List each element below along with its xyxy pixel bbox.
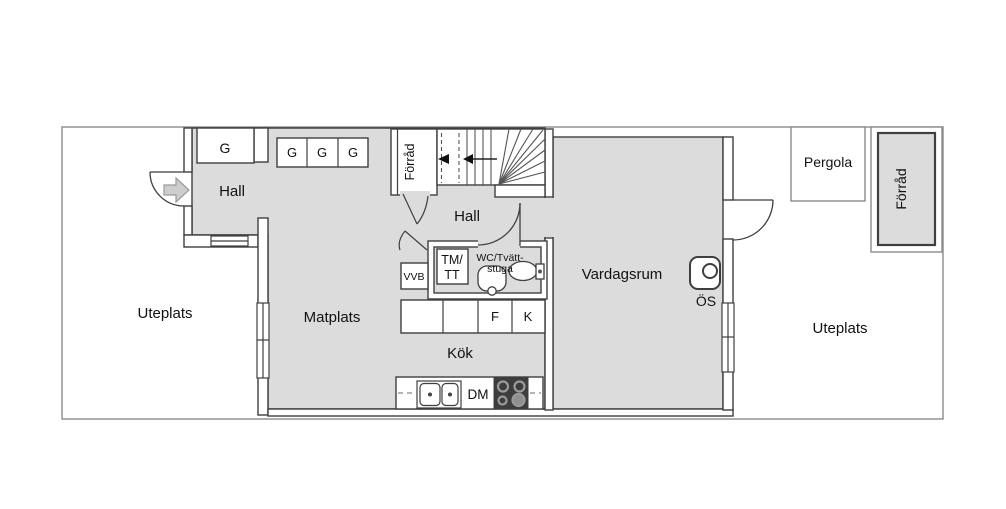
wall-stub-closet <box>253 127 269 163</box>
stair-storage-door-leaf <box>402 193 418 225</box>
stove-icon <box>493 376 529 410</box>
burner <box>511 392 526 408</box>
wardrobe-box-row <box>276 137 369 168</box>
washer-dryer-box <box>436 248 469 285</box>
dishwasher-label: DM <box>468 387 489 402</box>
sink-drain <box>448 392 452 397</box>
room-label-uteplats-left: Uteplats <box>137 305 192 322</box>
wardrobe-label-2: G <box>287 145 297 160</box>
stair-winder <box>498 128 534 185</box>
wardrobe-label-4: G <box>348 145 358 160</box>
stair-storage-door <box>402 193 429 225</box>
room-label-vardagsrum: Vardagsrum <box>582 266 663 283</box>
vvb-door <box>398 230 428 251</box>
kitchen-sink-icon <box>416 380 462 409</box>
room-label-uteplats-right: Uteplats <box>812 320 867 337</box>
windows <box>210 235 735 379</box>
stair-storage-door-swing-arc <box>416 195 429 225</box>
toilet-flush <box>487 286 497 296</box>
burner <box>496 380 510 393</box>
terrace-door-swing-arc <box>732 199 774 241</box>
wc-door <box>477 202 521 246</box>
stair-winder <box>498 149 546 185</box>
washbasin-bowl <box>508 260 538 282</box>
washbasin-icon <box>508 260 545 282</box>
wc-door-opening <box>478 238 520 249</box>
fireplace-label: ÖS <box>696 292 716 309</box>
wall-entry-lower <box>183 205 193 236</box>
wall-south <box>267 408 734 417</box>
stair-winder <box>498 128 510 185</box>
wall-east-upper <box>722 136 734 201</box>
water-heater-box <box>400 262 429 290</box>
vvb-door-leaf <box>404 230 428 251</box>
room-label-matplats: Matplats <box>304 309 361 326</box>
stair-arrow-icon <box>438 154 449 164</box>
stair-winder <box>498 138 546 185</box>
wall-under-winder <box>494 184 546 198</box>
fireplace-flue <box>702 263 718 279</box>
plot-outline <box>61 126 944 420</box>
washer-label-line2: TT <box>444 268 460 282</box>
labels: Hall Hall Matplats Kök Vardagsrum Utepla… <box>137 140 909 402</box>
wc-label-line1: WC/Tvätt- <box>476 252 524 264</box>
room-label-kok: Kök <box>447 345 473 362</box>
sink-drain <box>428 392 432 397</box>
room-label-hall-front: Hall <box>219 183 245 200</box>
vvb-door-swing-arc <box>398 230 406 251</box>
wc-door-swing-arc <box>477 202 521 246</box>
plot-boundary <box>61 126 944 420</box>
entrance-door-swing-arc <box>149 171 185 207</box>
washer-label-line1: TM/ <box>441 253 463 267</box>
staircase <box>438 128 546 185</box>
stair-winder <box>498 160 546 185</box>
entrance-door <box>149 171 185 207</box>
wall-stair-east <box>544 128 554 198</box>
stair-storage-door-opening <box>400 191 430 197</box>
water-heater-label: VVB <box>403 271 424 283</box>
burner <box>497 395 508 406</box>
terrace-door <box>732 199 774 241</box>
pergola-area <box>790 126 866 202</box>
wall-entry-upper <box>183 127 193 173</box>
toilet-icon <box>477 265 507 296</box>
washbasin-drain <box>538 269 542 274</box>
burner <box>513 380 526 393</box>
room-label-pergola: Pergola <box>804 154 852 170</box>
wardrobe-label-1: G <box>220 140 231 156</box>
room-label-forrad-garden: Förråd <box>893 168 909 209</box>
wc-label-line2: stuga <box>487 263 513 275</box>
wardrobe-box-1 <box>196 127 255 164</box>
fridge-label: K <box>524 309 533 324</box>
stair-winder <box>498 128 522 185</box>
room-label-hall-inner: Hall <box>454 208 480 225</box>
passage-hall-vardagsrum <box>544 198 554 237</box>
stair-arrow-icon <box>463 154 473 164</box>
freezer-label: F <box>491 309 499 324</box>
fireplace-icon <box>689 256 721 290</box>
kitchen-cabinet-row <box>400 299 546 334</box>
stair-winder <box>498 129 544 185</box>
room-label-forrad-stair: Förråd <box>403 144 417 181</box>
garden-storage <box>876 131 937 247</box>
wardrobe-label-3: G <box>317 145 327 160</box>
stair-winder <box>498 171 546 185</box>
entrance-arrow-icon <box>163 176 190 204</box>
